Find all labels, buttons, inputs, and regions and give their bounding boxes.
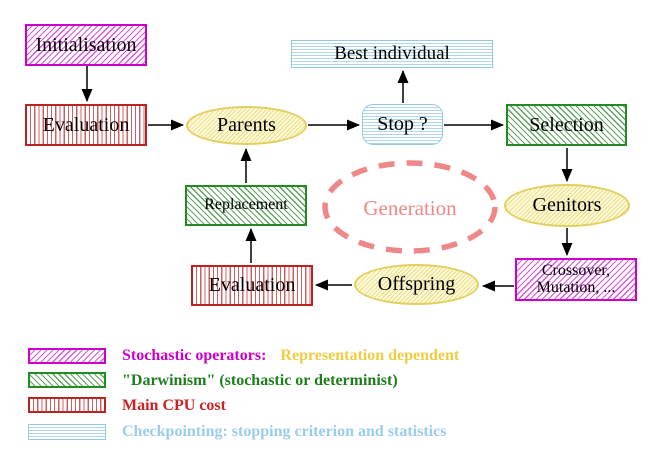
node-stop: Stop ? xyxy=(362,104,443,145)
node-genitors: Genitors xyxy=(504,184,630,227)
node-crossover-mutation: Crossover, Mutation, ... xyxy=(515,258,637,301)
legend-swatch-stochastic xyxy=(28,348,106,364)
legend-text-darwinism: "Darwinism" (stochastic or determinist) xyxy=(122,372,398,389)
node-parents: Parents xyxy=(186,106,307,145)
node-initialisation: Initialisation xyxy=(25,24,147,66)
node-selection: Selection xyxy=(506,104,627,146)
legend-swatch-cpu xyxy=(28,397,106,413)
node-evaluation-bottom: Evaluation xyxy=(191,265,313,306)
legend-swatch-darwinism xyxy=(28,372,106,388)
node-offspring: Offspring xyxy=(354,264,479,305)
node-evaluation-top: Evaluation xyxy=(25,104,147,146)
legend-stochastic-label: Stochastic operators: xyxy=(122,347,267,364)
crossover-line2: Mutation, ... xyxy=(536,278,616,296)
legend-text-checkpointing: Checkpointing: stopping criterion and st… xyxy=(122,423,447,440)
generation-label: Generation xyxy=(363,195,457,220)
crossover-line1: Crossover, xyxy=(541,261,611,279)
legend-stochastic-extra: Representation dependent xyxy=(280,347,460,364)
node-best-individual: Best individual xyxy=(291,40,493,68)
legend-swatch-checkpointing xyxy=(28,424,106,440)
legend-text-stochastic: Stochastic operators: Representation depe… xyxy=(122,347,459,365)
node-replacement: Replacement xyxy=(185,185,307,226)
legend-text-cpu: Main CPU cost xyxy=(122,397,226,414)
